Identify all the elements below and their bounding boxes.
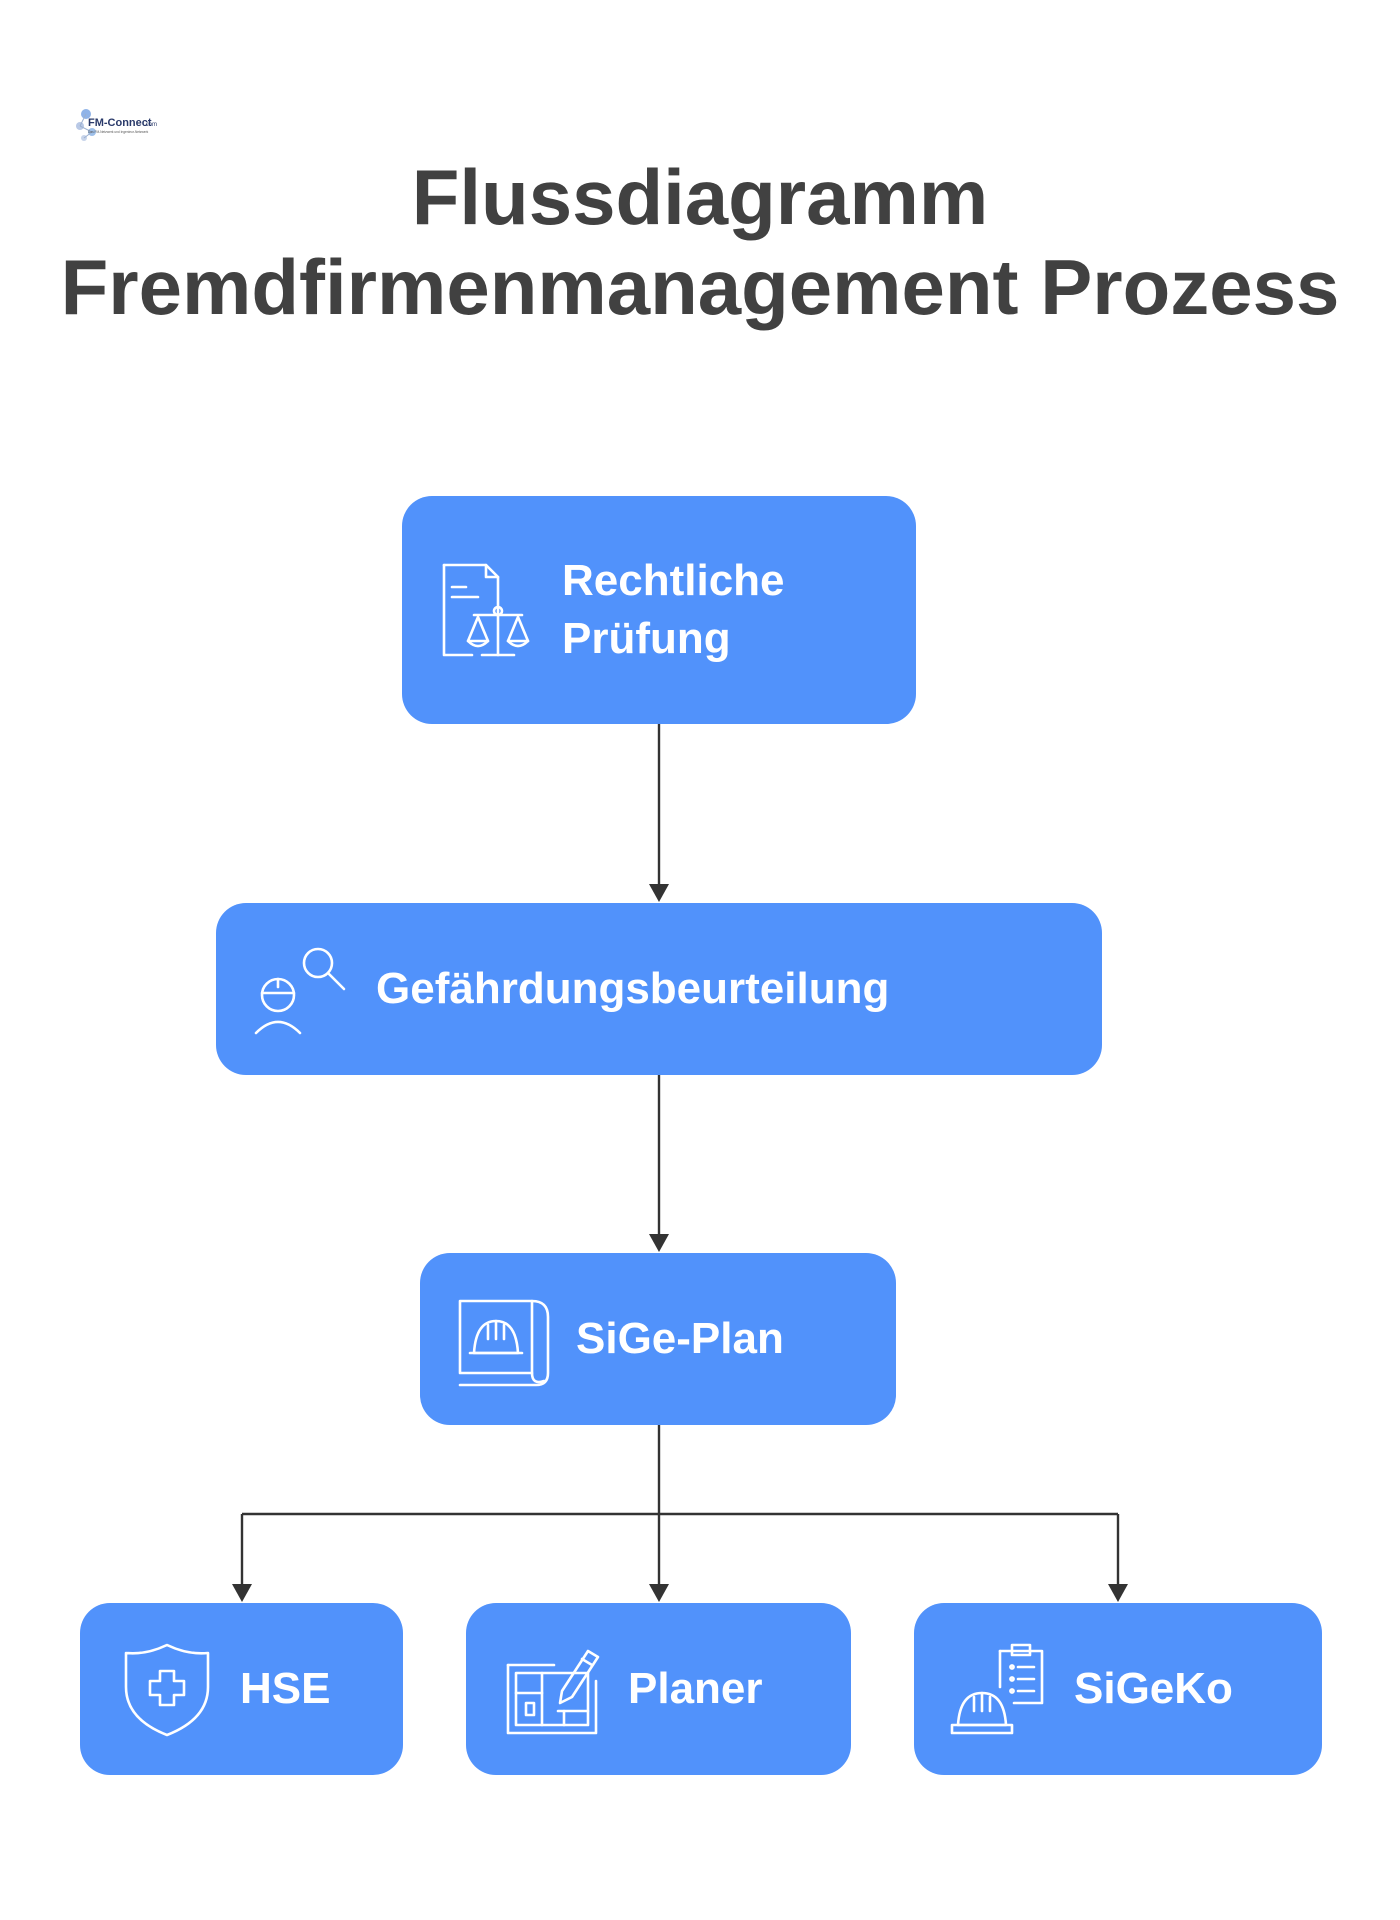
worker-search-icon: [252, 941, 352, 1037]
title-line-1: Flussdiagramm: [411, 153, 989, 241]
helmet-plan-icon: [456, 1291, 552, 1387]
node-sigeko: SiGeKo: [914, 1603, 1322, 1775]
node-gefaehrdungsbeurteilung: Gefährdungsbeurteilung: [216, 903, 1102, 1075]
node-label: Gefährdungsbeurteilung: [376, 964, 890, 1013]
node-rechtliche-pruefung: Rechtliche Prüfung: [402, 496, 916, 724]
node-label-line-1: Rechtliche: [562, 556, 785, 605]
arrow-sige-to-hse: [232, 1584, 252, 1602]
arrow-recht-to-gef: [649, 884, 669, 902]
node-hse: HSE: [80, 1603, 403, 1775]
arrow-gef-to-sige: [649, 1234, 669, 1252]
arrow-sige-to-planer: [649, 1584, 669, 1602]
node-label: HSE: [240, 1664, 331, 1713]
diagram-title: Flussdiagramm Fremdfirmenmanagement Proz…: [0, 152, 1400, 332]
svg-text:Das FM-Netzwerk und Ingenieur-: Das FM-Netzwerk und Ingenieur-Netzwerk: [88, 130, 149, 134]
shield-cross-icon: [122, 1641, 212, 1737]
node-label-line-2: Prüfung: [562, 614, 731, 663]
node-label: Planer: [628, 1664, 763, 1713]
node-label: SiGe-Plan: [576, 1314, 784, 1363]
blueprint-pencil-icon: [502, 1641, 602, 1737]
node-label: SiGeKo: [1074, 1664, 1233, 1713]
node-label: Rechtliche Prüfung: [562, 552, 785, 668]
svg-text:.com: .com: [144, 122, 157, 128]
node-planer: Planer: [466, 1603, 851, 1775]
node-sige-plan: SiGe-Plan: [420, 1253, 896, 1425]
fm-connect-logo: FM-Connect .com Das FM-Netzwerk und Inge…: [74, 104, 160, 146]
logo-graphic: FM-Connect .com Das FM-Netzwerk und Inge…: [76, 109, 157, 141]
arrow-sige-to-sigeko: [1108, 1584, 1128, 1602]
document-scales-icon: [438, 561, 536, 659]
title-line-2: Fremdfirmenmanagement Prozess: [60, 243, 1340, 331]
svg-text:FM-Connect: FM-Connect: [88, 117, 152, 129]
helmet-clipboard-icon: [950, 1641, 1048, 1737]
